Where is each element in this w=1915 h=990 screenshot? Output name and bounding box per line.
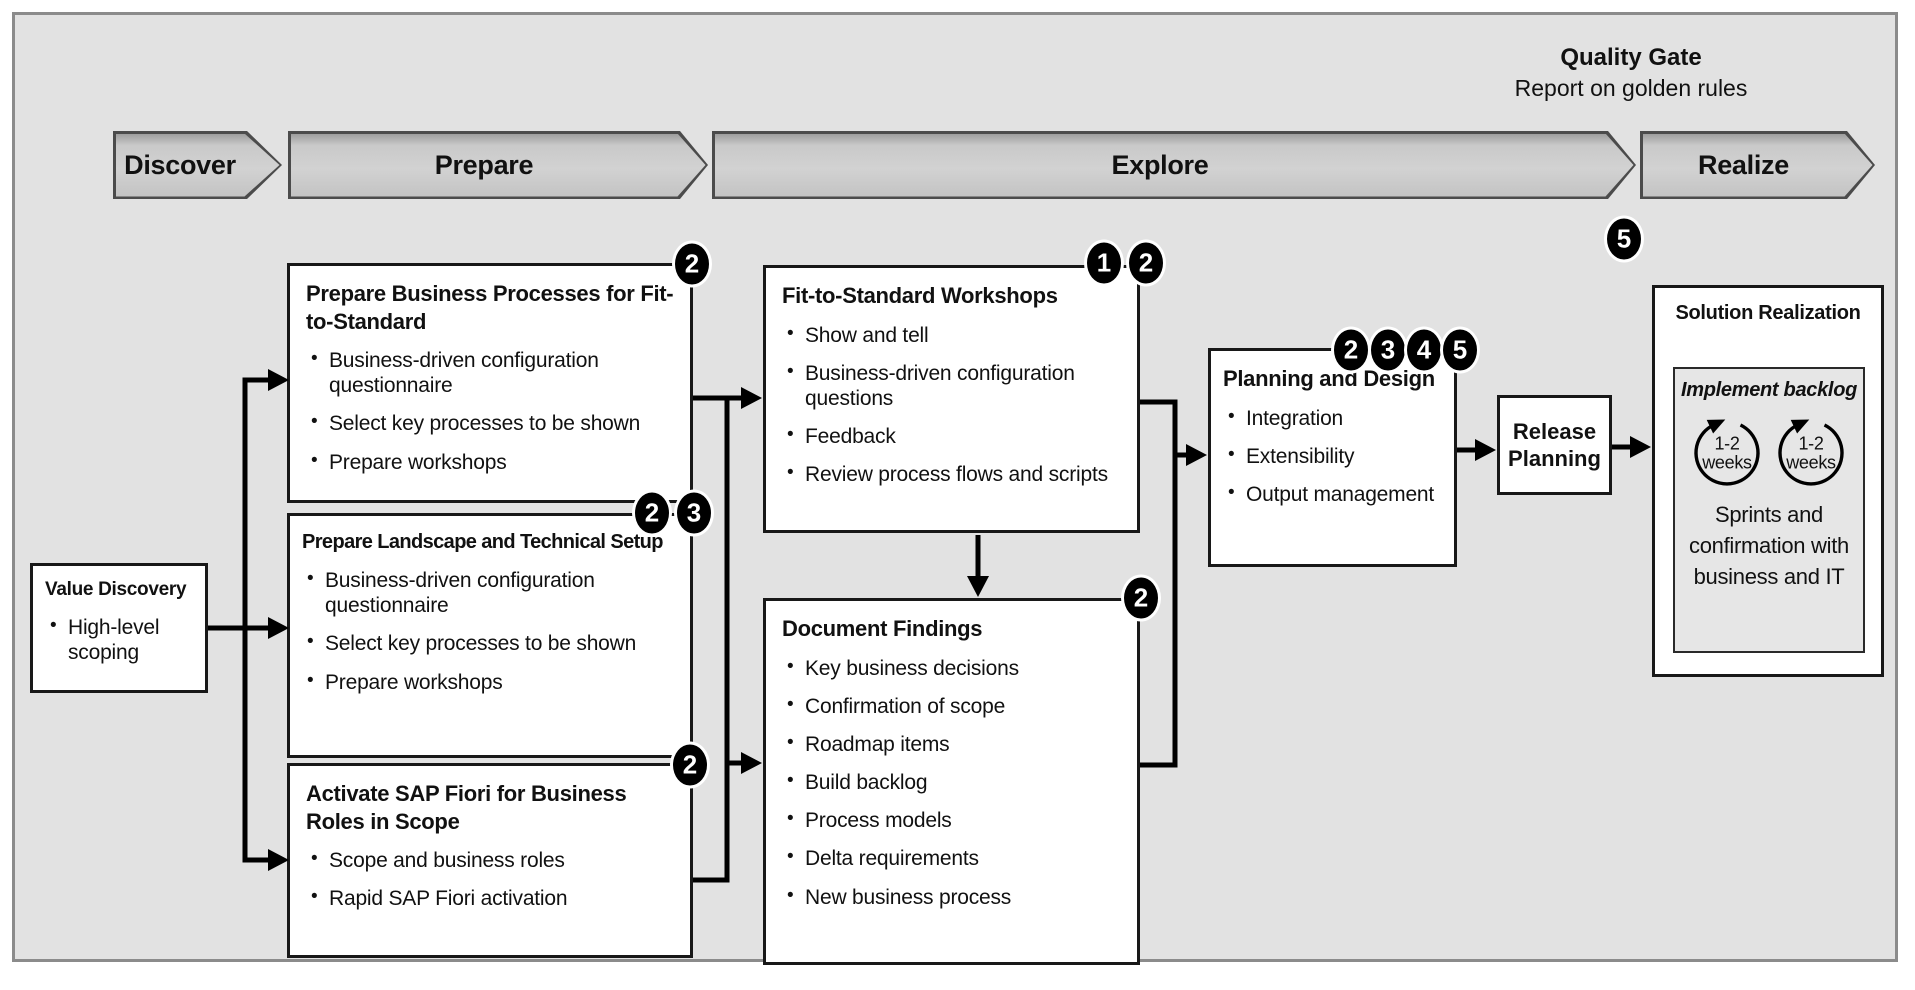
bullet-list: Integration Extensibility Output managem… xyxy=(1223,406,1442,508)
step-badge: 3 xyxy=(1368,326,1408,374)
step-badge: 2 xyxy=(672,240,712,288)
bullet-item: Select key processes to be shown xyxy=(306,411,674,436)
implement-backlog-title: Implement backlog xyxy=(1680,379,1858,401)
bullet-item: Business-driven configuration questionna… xyxy=(302,568,678,618)
box-value-discovery: Value Discovery High-level scoping xyxy=(30,563,208,693)
box-title: Value Discovery xyxy=(45,579,187,600)
bullet-item: Extensibility xyxy=(1223,444,1442,469)
cycle-arrow-icon xyxy=(1778,419,1844,486)
bullet-item: High-level scoping xyxy=(45,615,193,665)
step-badge: 2 xyxy=(1331,326,1371,374)
box-planning-and-design: Planning and Design Integration Extensib… xyxy=(1208,348,1457,567)
bullet-item: Rapid SAP Fiori activation xyxy=(306,886,674,911)
step-badge: 1 xyxy=(1084,239,1124,287)
bullet-list: Business-driven configuration questionna… xyxy=(306,348,674,475)
implement-backlog-panel: Implement backlog 1-2 weeks 1-2 weeks xyxy=(1673,367,1865,653)
phase-arrow-explore: Explore xyxy=(712,131,1636,199)
cycle-label: 1-2 weeks xyxy=(1786,433,1836,473)
quality-gate-badge: 5 xyxy=(1604,215,1644,263)
box-title: Activate SAP Fiori for Business Roles in… xyxy=(306,781,627,834)
bullet-list: High-level scoping xyxy=(45,615,193,665)
phase-arrow-prepare: Prepare xyxy=(288,131,708,199)
box-document-findings: Document Findings Key business decisions… xyxy=(763,598,1140,965)
box-title: Fit-to-Standard Workshops xyxy=(782,283,1058,308)
step-badge: 2 xyxy=(670,741,710,789)
quality-gate-subtitle: Report on golden rules xyxy=(1514,75,1748,101)
step-badge: 3 xyxy=(674,489,714,537)
box-prepare-landscape: Prepare Landscape and Technical Setup Bu… xyxy=(287,513,693,758)
step-badge: 2 xyxy=(632,489,672,537)
bullet-item: Show and tell xyxy=(782,323,1121,348)
box-solution-realization: Solution Realization Implement backlog 1… xyxy=(1652,285,1884,677)
bullet-item: Delta requirements xyxy=(782,846,1121,871)
bullet-item: Output management xyxy=(1223,482,1442,507)
step-badge: 2 xyxy=(1126,239,1166,287)
bullet-item: Prepare workshops xyxy=(302,670,678,695)
bullet-item: Feedback xyxy=(782,424,1121,449)
bullet-item: New business process xyxy=(782,885,1121,910)
phase-arrow-discover: Discover xyxy=(113,131,282,199)
box-activate-fiori: Activate SAP Fiori for Business Roles in… xyxy=(287,763,693,958)
bullet-item: Scope and business roles xyxy=(306,848,674,873)
quality-gate-title: Quality Gate xyxy=(1560,44,1702,71)
bullet-item: Prepare workshops xyxy=(306,450,674,475)
bullet-list: Scope and business roles Rapid SAP Fiori… xyxy=(306,848,674,911)
box-title: Planning and Design xyxy=(1223,366,1435,391)
bullet-list: Business-driven configuration questionna… xyxy=(302,568,678,695)
sprint-cycles: 1-2 weeks 1-2 weeks xyxy=(1675,406,1863,492)
bullet-item: Build backlog xyxy=(782,770,1121,795)
box-prepare-business-processes: Prepare Business Processes for Fit-to-St… xyxy=(287,263,693,503)
phase-label-prepare: Prepare xyxy=(434,149,534,180)
bullet-list: Key business decisions Confirmation of s… xyxy=(782,656,1121,910)
box-title: Solution Realization xyxy=(1675,302,1861,324)
phase-label-discover: Discover xyxy=(124,149,236,180)
bullet-item: Confirmation of scope xyxy=(782,694,1121,719)
step-badge: 4 xyxy=(1404,326,1444,374)
box-title: Prepare Landscape and Technical Setup xyxy=(302,531,663,553)
bullet-item: Business-driven configuration questionna… xyxy=(306,348,674,398)
phase-arrow-realize: Realize xyxy=(1640,131,1875,199)
bullet-item: Process models xyxy=(782,808,1121,833)
bullet-item: Review process flows and scripts xyxy=(782,462,1121,487)
bullet-list: Show and tell Business-driven configurat… xyxy=(782,323,1121,488)
step-badge: 2 xyxy=(1121,574,1161,622)
bullet-item: Select key processes to be shown xyxy=(302,631,678,656)
quality-gate: Quality Gate Report on golden rules xyxy=(1515,42,1748,103)
phase-label-realize: Realize xyxy=(1698,149,1789,180)
box-title: Release Planning xyxy=(1508,418,1601,472)
sprint-cycle-icon: 1-2 weeks xyxy=(1687,406,1767,492)
phase-label-explore: Explore xyxy=(1111,149,1209,180)
sprint-cycle-icon: 1-2 weeks xyxy=(1771,406,1851,492)
box-fit-to-standard-workshops: Fit-to-Standard Workshops Show and tell … xyxy=(763,265,1140,533)
bullet-item: Key business decisions xyxy=(782,656,1121,681)
box-title: Document Findings xyxy=(782,616,983,641)
box-release-planning: Release Planning xyxy=(1497,395,1612,495)
bullet-item: Roadmap items xyxy=(782,732,1121,757)
cycle-arrow-icon xyxy=(1694,419,1760,486)
bullet-item: Business-driven configuration questions xyxy=(782,361,1121,411)
cycle-label: 1-2 weeks xyxy=(1702,433,1752,473)
bullet-item: Integration xyxy=(1223,406,1442,431)
sprints-description: Sprints and confirmation with business a… xyxy=(1689,502,1849,589)
box-title: Prepare Business Processes for Fit-to-St… xyxy=(306,281,674,334)
step-badge: 5 xyxy=(1440,326,1480,374)
